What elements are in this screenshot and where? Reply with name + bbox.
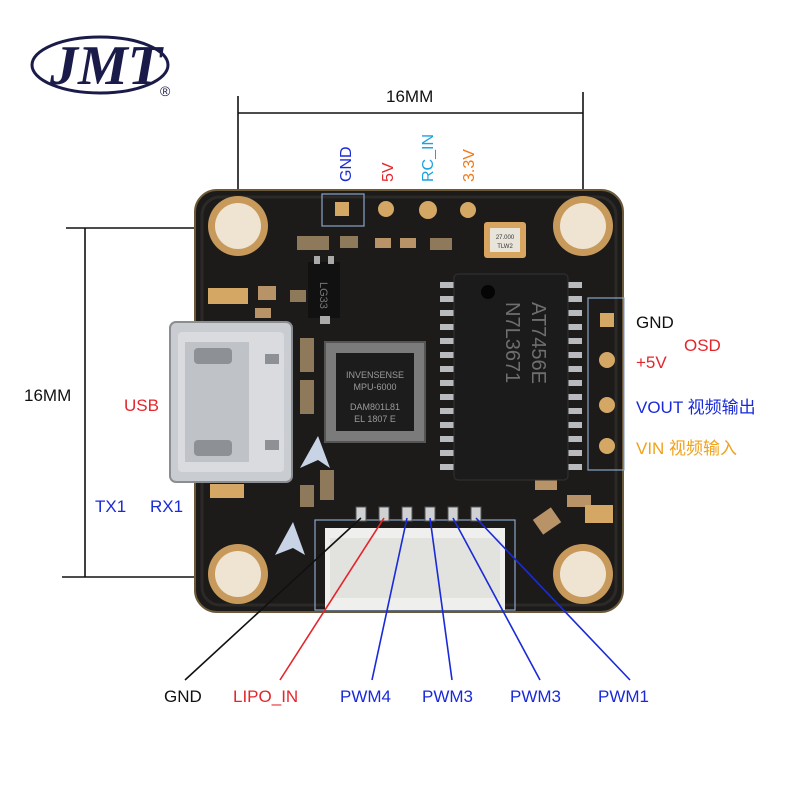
right-pad-column <box>587 297 625 471</box>
tx1-label: TX1 <box>95 497 127 516</box>
bottom-pin-label-pwm3-b: PWM3 <box>510 687 561 706</box>
bottom-connector <box>314 506 516 611</box>
imu-label-4: EL 1807 E <box>354 414 396 424</box>
osd-chip-label-1: AT7456E <box>527 302 549 384</box>
usb-connector <box>169 321 293 483</box>
imu-chip: INVENSENSE MPU-6000 DAM801L81 EL 1807 E <box>324 341 426 443</box>
width-dimension-label: 16MM <box>386 87 434 106</box>
mounting-hole-bottom-left <box>208 544 268 604</box>
crystal-label-2: TLW2 <box>497 244 513 250</box>
mounting-hole-top-right <box>553 196 613 256</box>
top-pad-label-3v3: 3.3V <box>461 149 478 182</box>
smd-components <box>208 236 613 535</box>
right-pad-label-gnd: GND <box>636 313 674 332</box>
top-pad-label-5v: 5V <box>380 162 397 182</box>
right-pad-label-vin: VIN 视频输入 <box>636 439 738 458</box>
pin-leader-lines <box>184 517 631 681</box>
bottom-pin-label-pwm4: PWM4 <box>340 687 391 706</box>
bottom-pin-label-lipo-in: LIPO_IN <box>233 687 299 706</box>
height-dimension-label: 16MM <box>24 386 72 405</box>
mounting-hole-top-left <box>208 196 268 256</box>
osd-chip: AT7456E N7L3671 <box>440 273 582 481</box>
top-pad-label-rc-in: RC_IN <box>420 133 437 182</box>
voltage-regulator: LG33 <box>308 256 340 324</box>
crystal-label-1: 27.000 <box>496 235 515 241</box>
top-pad-label-gnd: GND <box>338 146 355 182</box>
top-pad-row <box>321 193 476 227</box>
osd-chip-label-2: N7L3671 <box>501 302 523 383</box>
right-pad-label-osd: OSD <box>684 336 721 355</box>
brand-logo-mark: JMT ® <box>30 35 171 99</box>
usb-label: USB <box>124 396 159 415</box>
registered-mark: ® <box>160 83 171 99</box>
brand-logo: JMT ® <box>22 18 182 108</box>
rx1-label: RX1 <box>150 497 184 516</box>
imu-label-3: DAM801L81 <box>350 402 400 412</box>
imu-label-1: INVENSENSE <box>346 370 404 380</box>
bottom-pin-label-pwm3-a: PWM3 <box>422 687 473 706</box>
crystal-oscillator: 27.000 TLW2 <box>484 222 526 258</box>
imu-label-2: MPU-6000 <box>353 382 396 392</box>
bottom-pin-label-gnd: GND <box>164 687 202 706</box>
silkscreen-arrows <box>275 436 330 555</box>
brand-logo-text: JMT <box>49 35 165 97</box>
right-pad-label-5v: +5V <box>636 353 667 372</box>
right-pad-label-vout: VOUT 视频输出 <box>636 398 756 417</box>
regulator-label: LG33 <box>317 282 329 309</box>
mounting-hole-bottom-right <box>553 544 613 604</box>
bottom-pin-label-pwm1: PWM1 <box>598 687 649 706</box>
